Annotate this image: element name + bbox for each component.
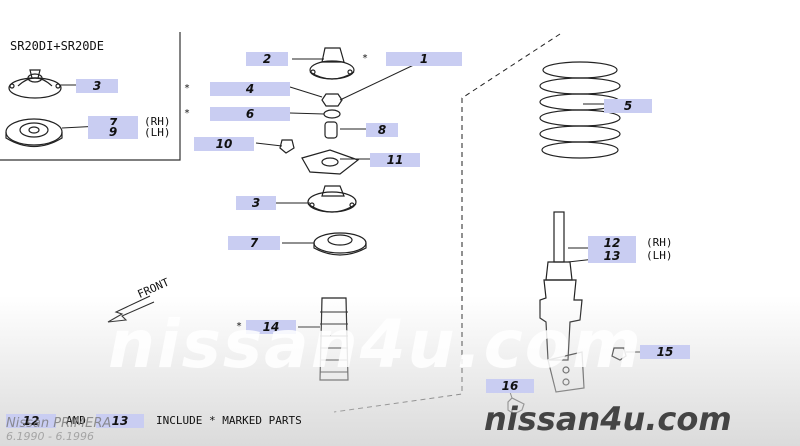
engine-variant-label: SR20DI+SR20DE: [10, 39, 104, 53]
label-1: 1: [386, 52, 462, 66]
footer-part-12: 12: [6, 414, 56, 428]
mount-plate: [301, 149, 360, 175]
small-nut: [279, 139, 295, 154]
mount-insulator: [307, 185, 357, 213]
label-4: 4: [210, 82, 290, 96]
inset-spring-seat: [5, 118, 63, 148]
bushing: [324, 121, 338, 139]
marked-star-1: *: [362, 53, 369, 64]
label-9-inset: 9: [88, 125, 138, 139]
inset-rh-label: (RH): [144, 115, 171, 128]
spring-seat: [313, 232, 367, 256]
label-12: 12: [588, 236, 636, 250]
marked-star-6: *: [184, 108, 191, 119]
label-3-inset: 3: [76, 79, 118, 93]
strut-rh-label: (RH): [646, 236, 673, 249]
label-8: 8: [366, 123, 398, 137]
watermark-main: nissan4u.com: [108, 306, 643, 383]
label-15: 15: [640, 345, 690, 359]
marked-star-4: *: [184, 83, 191, 94]
vehicle-years: 6.1990 - 6.1996: [6, 430, 94, 443]
label-14: 14: [246, 320, 296, 334]
inset-border: [0, 32, 181, 161]
inset-mount-insulator: [8, 69, 62, 99]
nut: [321, 93, 343, 107]
label-2: 2: [246, 52, 288, 66]
label-16: 16: [486, 379, 534, 393]
watermark-corner: nissan4u.com: [484, 400, 732, 438]
inset-lh-label: (LH): [144, 126, 171, 139]
label-7: 7: [228, 236, 280, 250]
coil-spring: [539, 61, 621, 159]
footer-and: AND: [66, 414, 86, 427]
vehicle-model: Nissan PRIMERA: [6, 416, 112, 431]
footer-note: INCLUDE * MARKED PARTS: [156, 414, 302, 427]
label-10: 10: [194, 137, 254, 151]
marked-star-14: *: [236, 321, 243, 332]
label-13: 13: [588, 249, 636, 263]
label-11: 11: [370, 153, 420, 167]
strut-lh-label: (LH): [646, 249, 673, 262]
upper-mount: [309, 47, 355, 80]
label-3: 3: [236, 196, 276, 210]
washer: [323, 109, 341, 119]
label-6: 6: [210, 107, 290, 121]
label-5: 5: [604, 99, 652, 113]
footer-part-13: 13: [96, 414, 144, 428]
